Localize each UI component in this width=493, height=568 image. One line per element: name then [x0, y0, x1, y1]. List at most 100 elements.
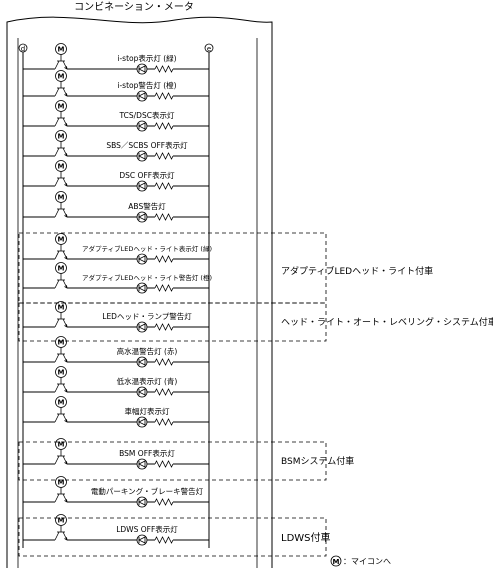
indicator-row: M DSC OFF表示灯 — [23, 160, 209, 192]
svg-text:M: M — [58, 163, 65, 171]
led-lamp-icon — [136, 253, 148, 265]
led-lamp-icon — [136, 534, 148, 546]
svg-text:M: M — [58, 479, 65, 487]
transistor-switch-icon: M — [54, 160, 68, 187]
indicator-row: M LEDヘッド・ランプ警告灯 — [23, 301, 209, 333]
svg-text:M: M — [58, 441, 65, 449]
resistor-icon — [154, 498, 174, 506]
svg-text:M: M — [58, 517, 65, 525]
svg-text:e: e — [207, 45, 211, 53]
indicator-rows: Mi-stop表示灯 (緑)Mi-stop警告灯 (橙)MTCS/DSC表示灯M… — [23, 43, 212, 546]
indicator-row: M 高水温警告灯 (赤) — [23, 336, 209, 368]
led-lamp-icon — [136, 282, 148, 294]
svg-text:M: M — [58, 304, 65, 312]
indicator-row: M 車幅灯表示灯 — [23, 396, 209, 428]
resistor-icon — [154, 536, 174, 544]
indicator-label: ABS警告灯 — [128, 201, 166, 211]
led-lamp-icon — [136, 150, 148, 162]
indicator-row: Mi-stop表示灯 (緑) — [23, 43, 209, 75]
svg-text:M: M — [58, 133, 65, 141]
indicator-row: M ABS警告灯 — [23, 191, 209, 223]
group-box-auto-leveling — [18, 302, 327, 342]
led-lamp-icon — [136, 356, 148, 368]
transistor-switch-icon: M — [54, 438, 68, 465]
led-lamp-icon — [136, 458, 148, 470]
led-lamp-icon — [136, 120, 148, 132]
terminal-e: e — [204, 43, 214, 53]
transistor-switch-icon: M — [54, 100, 68, 127]
resistor-icon — [154, 182, 174, 190]
svg-text:M: M — [58, 399, 65, 407]
indicator-label: BSM OFF表示灯 — [119, 448, 175, 458]
resistor-icon — [154, 122, 174, 130]
led-lamp-icon — [136, 63, 148, 75]
indicator-row: M 低水温表示灯 (青) — [23, 366, 209, 398]
indicator-row: Mi-stop警告灯 (橙) — [23, 70, 209, 102]
transistor-switch-icon: M — [54, 366, 68, 393]
led-lamp-icon — [136, 211, 148, 223]
indicator-label: LEDヘッド・ランプ警告灯 — [102, 311, 192, 321]
svg-text:M: M — [58, 236, 65, 244]
transistor-switch-icon: M — [54, 191, 68, 218]
indicator-row: M TCS/DSC表示灯 — [23, 100, 209, 132]
indicator-label: 低水温表示灯 (青) — [117, 376, 178, 386]
svg-text:M: M — [333, 558, 340, 566]
transistor-switch-icon: M — [54, 396, 68, 423]
indicator-label: LDWS OFF表示灯 — [116, 524, 178, 534]
indicator-label: DSC OFF表示灯 — [119, 170, 175, 180]
indicator-label: SBS／SCBS OFF表示灯 — [106, 140, 188, 150]
transistor-switch-icon: M — [54, 43, 68, 70]
meter-title: コンビネーション・メータ — [74, 1, 194, 13]
group-label-ldws: LDWS付車 — [281, 531, 331, 544]
terminal-d: d — [18, 43, 28, 53]
resistor-icon — [154, 460, 174, 468]
indicator-label: 高水温警告灯 (赤) — [117, 346, 178, 356]
indicator-row: M 電動パーキング・ブレーキ警告灯 — [23, 476, 209, 508]
led-lamp-icon — [136, 90, 148, 102]
transistor-switch-icon: M — [54, 262, 68, 289]
indicator-label: 車幅灯表示灯 — [125, 406, 170, 416]
group-label-adaptive-led: アダプティブLEDヘッド・ライト付車 — [281, 265, 433, 277]
transistor-switch-icon: M — [54, 70, 68, 97]
resistor-icon — [154, 418, 174, 426]
resistor-icon — [154, 213, 174, 221]
transistor-switch-icon: M — [54, 476, 68, 503]
indicator-row: M BSM OFF表示灯 — [23, 438, 209, 470]
led-lamp-icon — [136, 321, 148, 333]
led-lamp-icon — [136, 180, 148, 192]
transistor-switch-icon: M — [54, 336, 68, 363]
transistor-switch-icon: M — [54, 130, 68, 157]
indicator-label: 電動パーキング・ブレーキ警告灯 — [91, 486, 204, 496]
transistor-switch-icon: M — [54, 301, 68, 328]
meter-housing-outline — [6, 16, 273, 568]
svg-text:M: M — [58, 339, 65, 347]
svg-text:M: M — [58, 194, 65, 202]
transistor-switch-icon: M — [54, 233, 68, 260]
group-box-adaptive-led — [18, 232, 327, 304]
group-box-bsm — [18, 441, 327, 481]
resistor-icon — [154, 152, 174, 160]
resistor-icon — [154, 388, 174, 396]
resistor-icon — [154, 65, 174, 73]
svg-text:M: M — [58, 46, 65, 54]
resistor-icon — [154, 284, 174, 292]
resistor-icon — [154, 92, 174, 100]
svg-text:d: d — [21, 45, 25, 53]
resistor-icon — [154, 358, 174, 366]
legend-microcomputer: M ：マイコンへ — [330, 555, 391, 567]
indicator-label: TCS/DSC表示灯 — [119, 110, 175, 120]
indicator-label: i-stop表示灯 (緑) — [117, 53, 176, 63]
indicator-row: M SBS／SCBS OFF表示灯 — [23, 130, 209, 162]
indicator-label: i-stop警告灯 (橙) — [117, 80, 176, 90]
svg-text:M: M — [58, 73, 65, 81]
transistor-switch-icon: M — [54, 514, 68, 541]
group-label-auto-leveling: ヘッド・ライト・オート・レベリング・システム付車 — [281, 316, 493, 328]
group-label-bsm: BSMシステム付車 — [281, 455, 354, 467]
group-box-ldws — [18, 517, 327, 557]
svg-text:M: M — [58, 103, 65, 111]
svg-text:M: M — [58, 369, 65, 377]
legend-text: ：マイコンへ — [343, 557, 391, 566]
